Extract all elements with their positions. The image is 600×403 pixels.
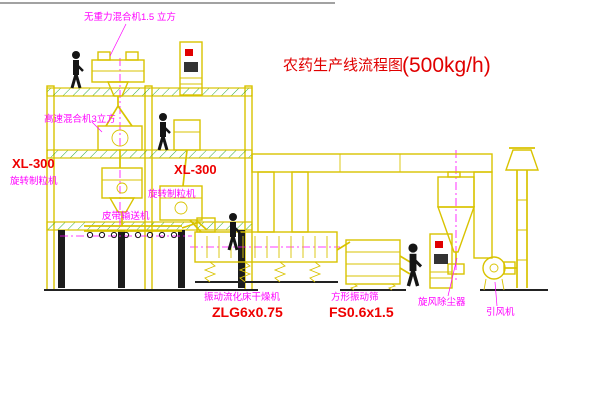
- rotary-granulator-left: [101, 167, 143, 226]
- label-granulator-center-model: XL-300: [174, 162, 217, 177]
- ground-lines: [44, 281, 548, 291]
- label-sieve-model: FS0.6x1.5: [329, 304, 394, 320]
- control-cabinet-lower: [429, 233, 453, 289]
- person-near-sieve: [408, 243, 421, 286]
- control-cabinet-upper: [179, 41, 203, 96]
- rotary-granulator-center: [159, 185, 208, 233]
- label-belt-conveyor: 皮带输送机: [102, 210, 150, 222]
- feed-chute: [105, 96, 133, 127]
- gravity-mixer: [91, 51, 145, 97]
- page-title: 农药生产线流程图: [283, 57, 403, 74]
- vibrating-sieve: [336, 239, 411, 291]
- label-granulator-left-name: 旋转制粒机: [10, 175, 58, 187]
- label-high-speed-mixer: 高速混合机3立方: [44, 113, 116, 125]
- cyclone-separator: [437, 176, 475, 275]
- exhaust-stack: [505, 147, 539, 288]
- high-speed-mixer: [97, 125, 143, 168]
- label-sieve-name: 方形振动筛: [331, 291, 379, 303]
- label-granulator-left-model: XL-300: [12, 156, 55, 171]
- label-dryer-model: ZLG6x0.75: [212, 304, 283, 320]
- label-cyclone: 旋风除尘器: [418, 296, 466, 308]
- label-dryer-name: 振动流化床干燥机: [204, 291, 281, 303]
- page-title-capacity: (500kg/h): [402, 54, 491, 77]
- person-mid-floor: [159, 113, 170, 150]
- aux-bin-machine: [173, 119, 201, 187]
- label-fan: 引风机: [486, 306, 515, 318]
- person-top-platform: [72, 51, 83, 88]
- belt-conveyor: [84, 221, 201, 239]
- exhaust-duct: [251, 153, 493, 259]
- label-granulator-center-name: 旋转制粒机: [148, 188, 196, 200]
- leader-lines: [91, 23, 498, 307]
- induced-draft-fan: [482, 256, 517, 291]
- label-gravity-mixer: 无重力混合机1.5 立方: [84, 11, 176, 23]
